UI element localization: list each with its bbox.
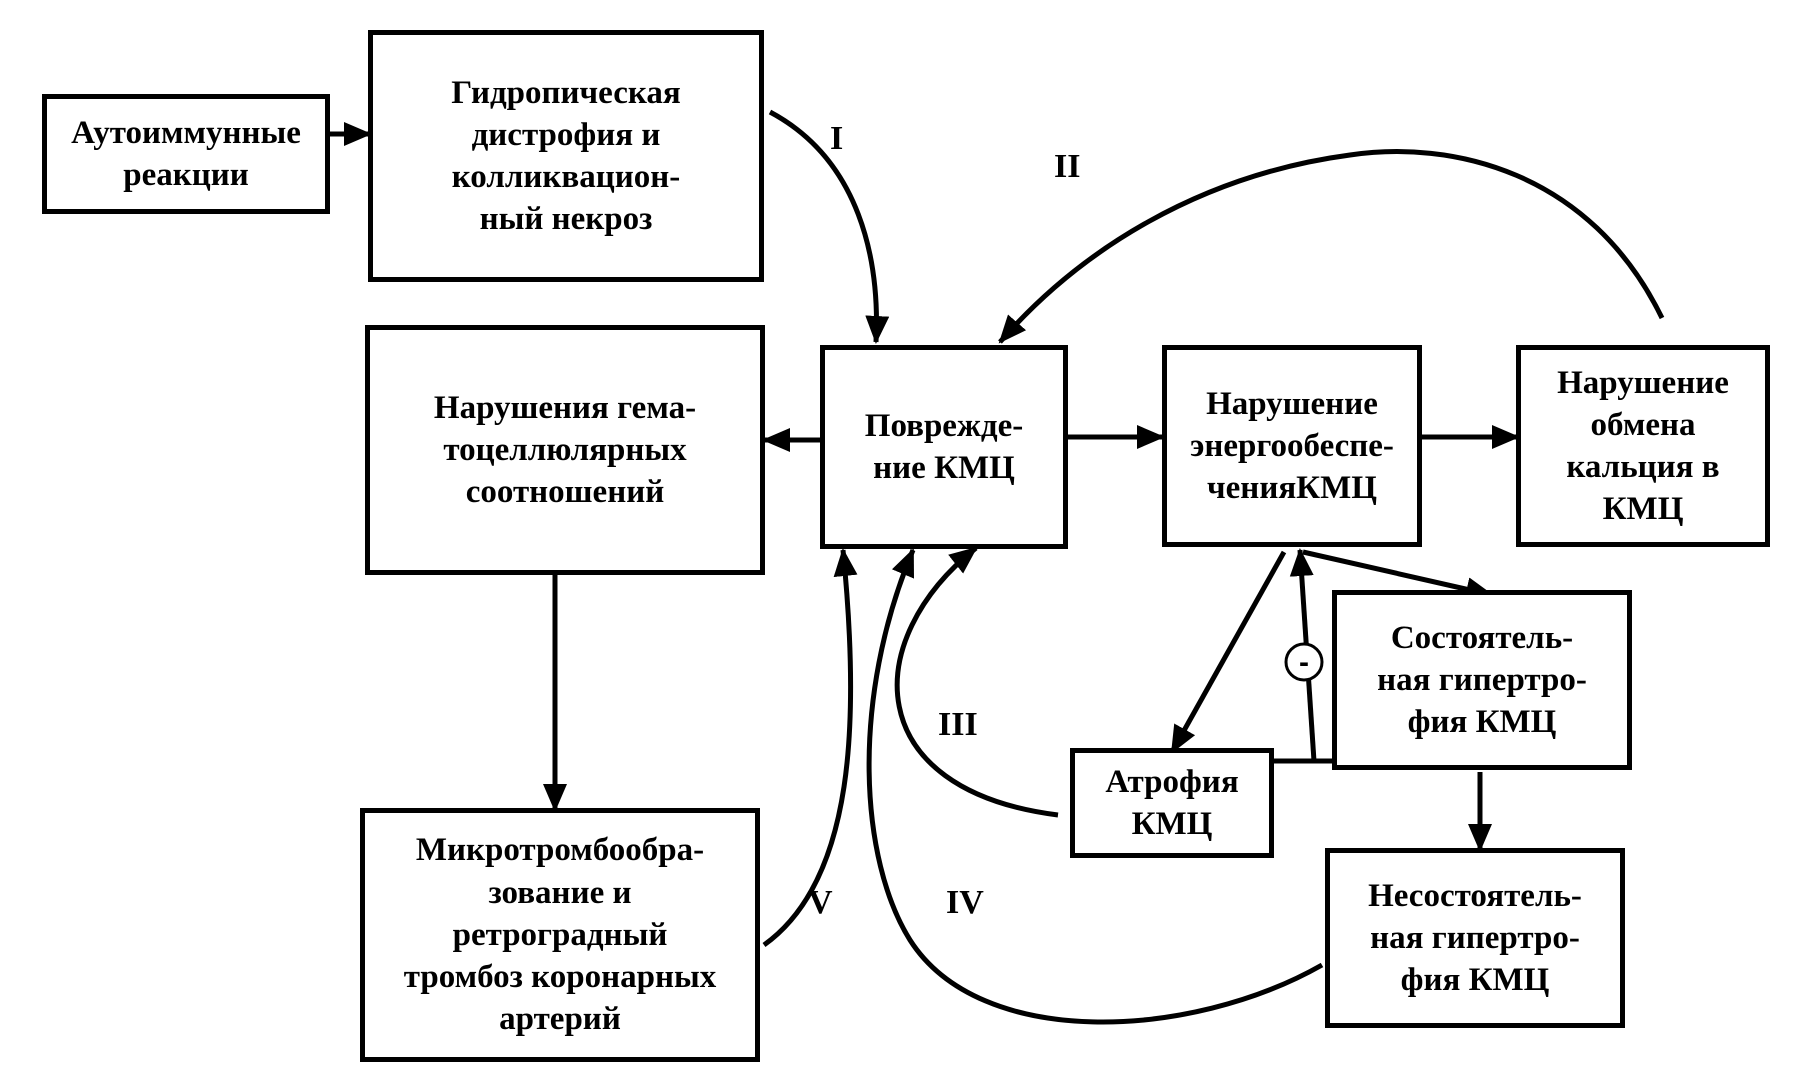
node-compensated: Состоятель- ная гипертро- фия КМЦ	[1332, 590, 1632, 770]
node-energy-label: Нарушение энергообеспе- ченияКМЦ	[1190, 385, 1394, 507]
node-atrophy-label: Атрофия КМЦ	[1105, 763, 1239, 842]
node-damage-label: Поврежде- ние КМЦ	[864, 407, 1024, 486]
node-micro: Микротромбообра- зование и ретроградный …	[360, 808, 760, 1062]
arrow-energy-to-compensated	[1302, 549, 1494, 601]
node-hydropic: Гидропическая дистрофия и колликвацион- …	[368, 30, 764, 282]
loop-arrow-IV	[866, 548, 1324, 1025]
node-autoimmune: Аутоиммунные реакции	[42, 94, 330, 214]
node-autoimmune-label: Аутоиммунные реакции	[71, 114, 301, 193]
loop-label-I: I	[830, 120, 844, 157]
loop-arrow-V	[762, 548, 858, 948]
arrow-energy-to-atrophy	[1169, 550, 1287, 754]
node-hemato: Нарушения гема- тоцеллюлярных соотношени…	[365, 325, 765, 575]
loop-arrow-I	[768, 109, 890, 344]
loop-label-II: II	[1054, 148, 1081, 185]
node-decompensated: Несостоятель- ная гипертро- фия КМЦ	[1325, 848, 1625, 1028]
node-energy: Нарушение энергообеспе- ченияКМЦ	[1162, 345, 1422, 547]
node-calcium: Нарушение обмена кальция в КМЦ	[1516, 345, 1770, 547]
inhibition-marker-text: -	[1299, 646, 1309, 679]
node-atrophy: Атрофия КМЦ	[1070, 748, 1274, 858]
loop-label-III: III	[938, 706, 978, 743]
node-calcium-label: Нарушение обмена кальция в КМЦ	[1557, 364, 1729, 528]
node-compensated-label: Состоятель- ная гипертро- фия КМЦ	[1377, 619, 1587, 741]
loop-label-V: V	[808, 884, 833, 921]
node-micro-label: Микротромбообра- зование и ретроградный …	[403, 832, 717, 1038]
node-damage: Поврежде- ние КМЦ	[820, 345, 1068, 549]
inhibition-marker	[1284, 642, 1324, 682]
loop-arrow-II	[998, 149, 1665, 344]
node-hemato-label: Нарушения гема- тоцеллюлярных соотношени…	[433, 389, 697, 511]
node-hydropic-label: Гидропическая дистрофия и колликвацион- …	[451, 74, 681, 238]
loop-label-IV: IV	[946, 884, 984, 921]
loop-arrow-III	[894, 546, 1059, 818]
node-decompensated-label: Несостоятель- ная гипертро- фия КМЦ	[1368, 877, 1582, 999]
